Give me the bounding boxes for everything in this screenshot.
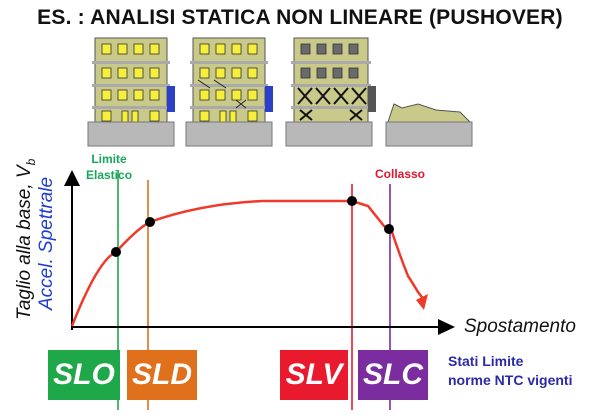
sld-point — [145, 217, 155, 227]
building-slight-damage-icon — [185, 37, 273, 147]
axes — [64, 170, 455, 335]
x-axis-label: Spostamento — [464, 316, 576, 337]
y-axis-label: Taglio alla base, Vb — [14, 158, 38, 320]
y-axis-label-secondary: Accel. Spettrale — [36, 176, 57, 310]
slo-point — [111, 247, 121, 257]
limit-state-slc: SLC — [358, 350, 428, 400]
collapse-label: Collasso — [375, 167, 426, 181]
limit-states-note: Stati Limite norme NTC vigenti — [448, 353, 573, 388]
elastic-limit-label: Limite Elastico — [86, 152, 133, 182]
limit-state-slv: SLV — [280, 350, 348, 400]
page-title: ES. : ANALISI STATICA NON LINEARE (PUSHO… — [37, 6, 563, 29]
slc-point — [384, 224, 394, 234]
curve-arrowhead — [416, 294, 428, 310]
slv-point — [347, 196, 357, 206]
building-intact-icon — [87, 37, 175, 147]
building-collapsed-icon — [385, 103, 473, 147]
pushover-curve — [70, 199, 425, 327]
building-severe-damage-icon — [285, 37, 376, 147]
limit-state-sld: SLD — [127, 350, 197, 400]
limit-state-slo: SLO — [48, 350, 120, 400]
